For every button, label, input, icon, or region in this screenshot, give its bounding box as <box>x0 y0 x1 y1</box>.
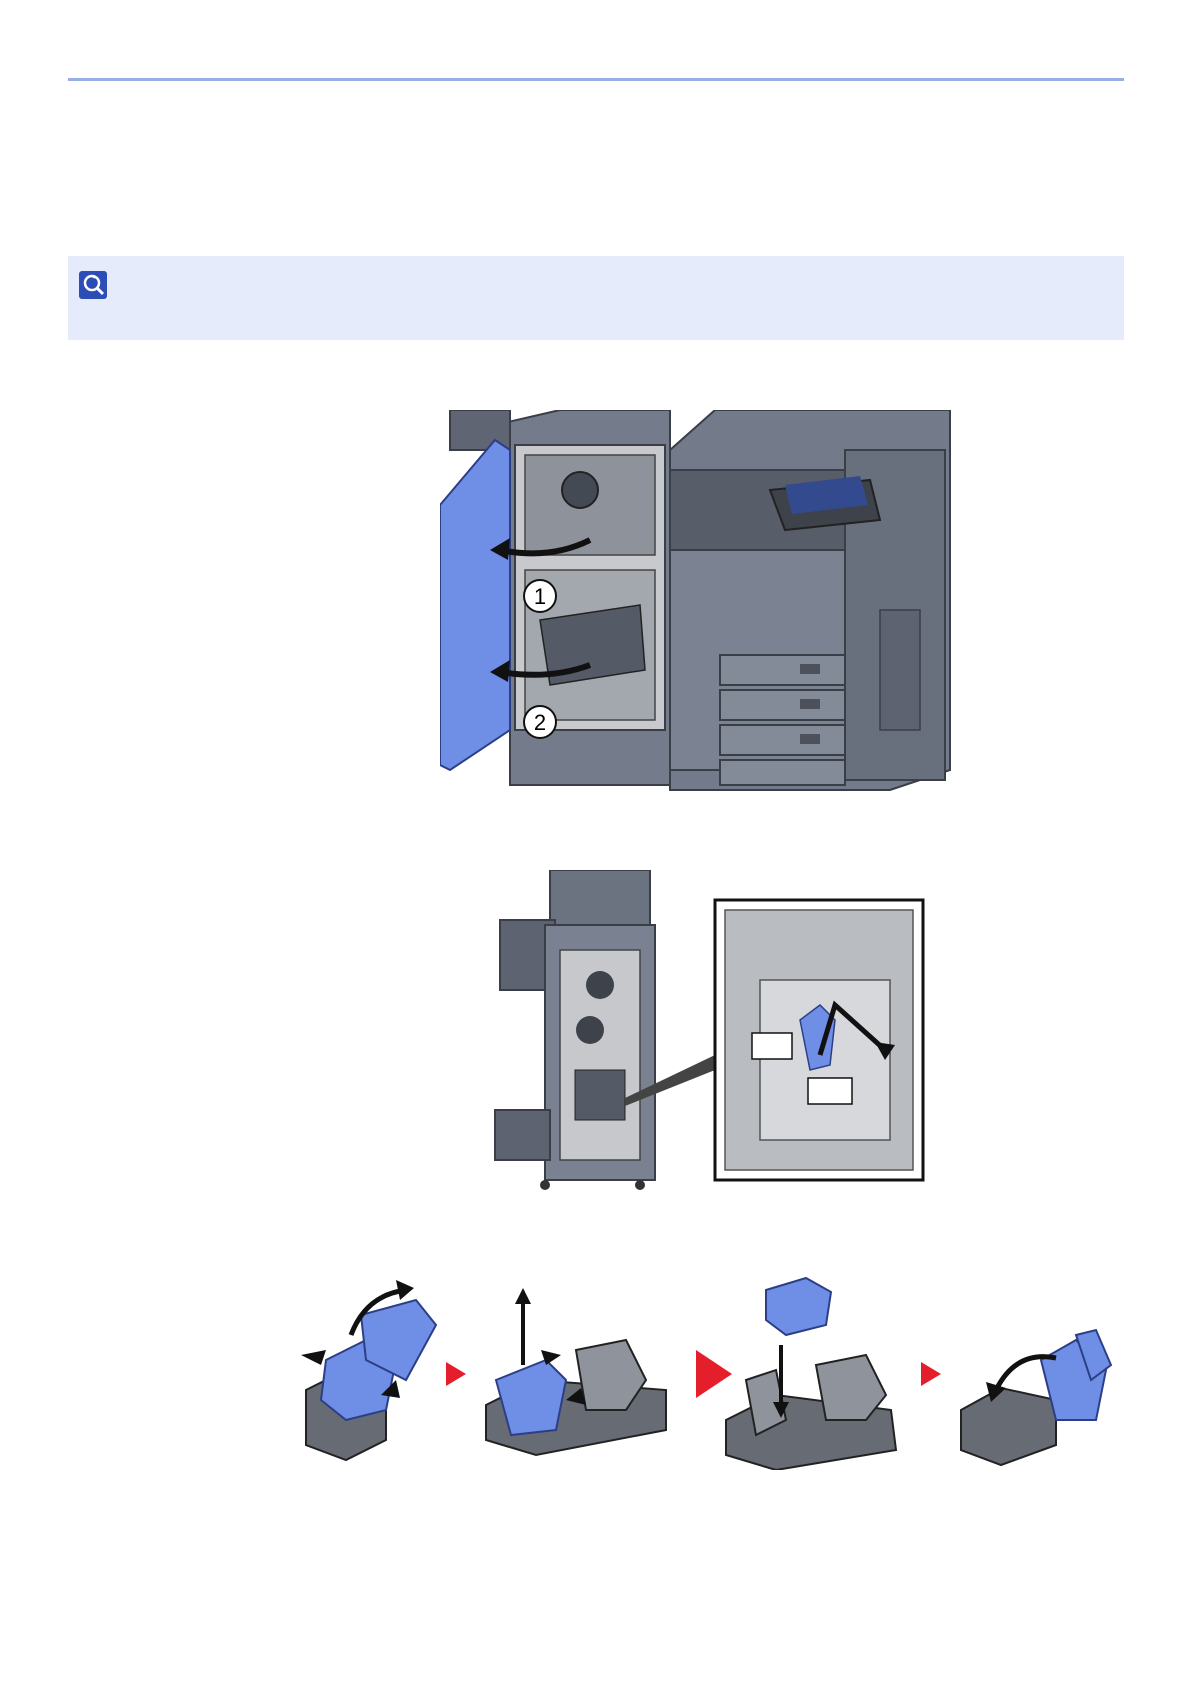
top-rule <box>68 78 1124 81</box>
callout-1-label: 1 <box>534 584 546 609</box>
step-2-remove-cartridge <box>486 1288 666 1455</box>
main-machine <box>670 410 950 790</box>
note-icon <box>78 270 108 300</box>
step-arrow-icon <box>921 1362 941 1386</box>
step-1-release-holder <box>301 1280 436 1460</box>
callout-1: 1 <box>524 580 556 612</box>
step-arrow-icon <box>446 1362 466 1386</box>
finisher-front-door <box>440 440 510 770</box>
note-box <box>68 256 1124 340</box>
step-4-close-holder <box>961 1330 1111 1465</box>
callout-2-label: 2 <box>534 710 546 735</box>
staple-unit-location-figure <box>490 870 930 1190</box>
finisher-side-view <box>495 870 655 1190</box>
callout-2: 2 <box>524 706 556 738</box>
staple-cartridge-replacement-figure <box>296 1270 1136 1470</box>
step-3-insert-cartridge <box>726 1278 896 1470</box>
zoom-inset <box>715 900 923 1180</box>
step-arrow-icon <box>696 1350 732 1398</box>
finisher-doors-figure: 1 2 <box>440 410 960 810</box>
